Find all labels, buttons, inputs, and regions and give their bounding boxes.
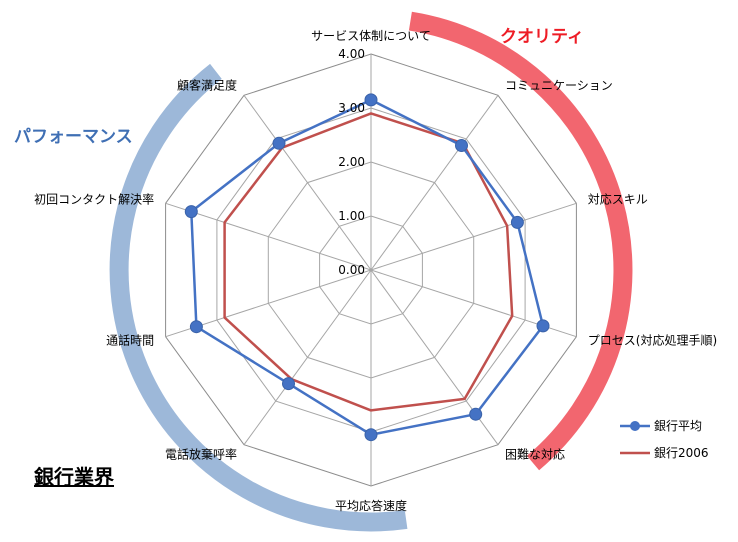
series-point [364, 428, 378, 442]
legend-label: 銀行2006 [654, 446, 709, 460]
tick-label: 0.00 [338, 263, 365, 277]
grid-spoke [243, 269, 372, 445]
series-point [364, 93, 378, 107]
category-label: 対応スキル [588, 193, 648, 207]
series-point [510, 215, 524, 229]
category-label: プロセス(対応処理手順) [588, 334, 717, 348]
series-point [189, 320, 203, 334]
group-label-performance: パフォーマンス [14, 127, 133, 147]
chart-title: 銀行業界 [34, 465, 114, 489]
series-point [282, 377, 295, 391]
grid-spoke [370, 95, 499, 271]
series-line [223, 112, 514, 412]
tick-label: 2.00 [338, 155, 365, 169]
series-point [272, 136, 286, 150]
group-arcs [109, 11, 633, 532]
grid-spoke [165, 202, 372, 271]
quality-arc [408, 11, 633, 471]
series-point [455, 139, 468, 152]
tick-label: 3.00 [338, 101, 365, 115]
category-label: 初回コンタクト解決率 [34, 192, 154, 207]
category-label: サービス体制について [311, 29, 431, 43]
category-label: 通話時間 [106, 333, 154, 348]
tick-labels: 0.00 1.00 2.00 3.00 4.00 [338, 47, 365, 277]
category-label: 顧客満足度 [177, 78, 237, 93]
radar-grid [165, 53, 577, 487]
series-point [469, 407, 483, 421]
group-label-quality: クオリティ [500, 27, 584, 47]
legend-marker [630, 421, 640, 431]
tick-label: 4.00 [338, 47, 365, 61]
grid-spoke [370, 202, 577, 271]
series-point [536, 319, 550, 333]
grid-spoke [243, 95, 372, 271]
series-layer [184, 93, 550, 442]
series-point [184, 205, 198, 219]
series-line [190, 98, 545, 436]
category-label: 平均応答速度 [335, 498, 407, 513]
category-label: 電話放棄呼率 [165, 447, 237, 462]
category-label: コミュニケーション [505, 79, 613, 93]
performance-arc [109, 63, 408, 532]
legend-label: 銀行平均 [654, 419, 702, 433]
tick-label: 1.00 [338, 209, 365, 223]
category-label: 困難な対応 [505, 447, 565, 462]
